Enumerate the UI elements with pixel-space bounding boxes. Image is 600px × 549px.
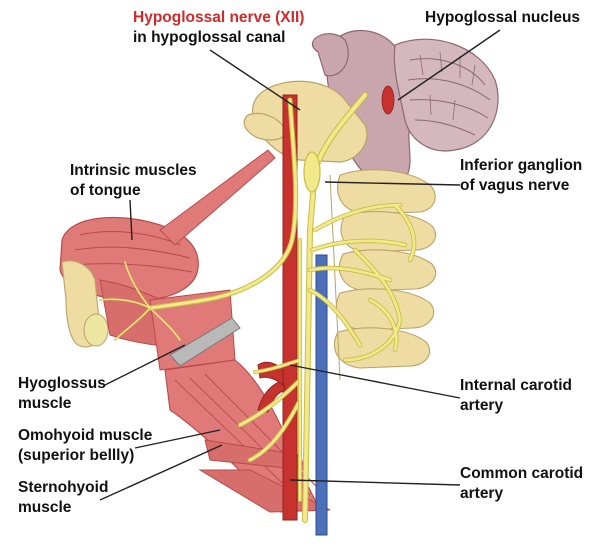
label-intrinsic-muscles-line1: Intrinsic muscles: [70, 162, 197, 179]
hyoid-bone: [169, 317, 241, 367]
label-omohyoid-line1: Omohyoid muscle: [18, 427, 153, 444]
cervical-plexus: [237, 202, 417, 463]
styloglossus-muscle: [159, 149, 276, 246]
leader-intrinsic-muscles: [129, 199, 133, 241]
leader-inferior-ganglion: [324, 181, 461, 186]
internal-jugular-vein: [315, 254, 328, 536]
leader-hypoglossal-nerve: [209, 49, 301, 111]
cerebellum: [393, 38, 499, 152]
label-common-carotid-line2: artery: [460, 485, 503, 502]
label-inferior-ganglion-line2: of vagus nerve: [460, 177, 570, 194]
leader-omohyoid: [134, 429, 221, 449]
label-internal-carotid-line2: artery: [460, 397, 503, 414]
labels: Hypoglossal nerve (XII) in hypoglossal c…: [18, 9, 583, 516]
ansa-cervicalis: [253, 238, 302, 502]
leader-internal-carotid: [289, 364, 461, 399]
label-internal-carotid-line1: Internal carotid: [460, 377, 572, 394]
leader-hyoglossus: [104, 344, 186, 386]
label-inferior-ganglion-line1: Inferior ganglion: [460, 157, 582, 174]
label-hyoglossus-line2: muscle: [18, 395, 72, 412]
inferior-ganglion-vagus: [303, 151, 321, 193]
label-sternohyoid-line1: Sternohyoid: [18, 479, 108, 496]
label-hypoglossal-nerve-line2: in hypoglossal canal: [133, 29, 285, 46]
label-common-carotid-line1: Common carotid: [460, 465, 583, 482]
leader-common-carotid: [289, 479, 461, 486]
hypoglossal-nerve: [99, 97, 299, 341]
leader-hypoglossal-nucleus: [397, 29, 501, 101]
leader-lines: [99, 29, 501, 501]
label-hypoglossal-nerve-line1: Hypoglossal nerve (XII): [133, 9, 304, 26]
label-omohyoid-line2: (superior bellly): [18, 447, 134, 464]
label-hypoglossal-nucleus: Hypoglossal nucleus: [425, 9, 580, 26]
label-intrinsic-muscles-line2: of tongue: [70, 182, 141, 199]
hypoglossal-nucleus: [381, 85, 395, 115]
vagus-nerve: [302, 92, 368, 523]
label-sternohyoid-line2: muscle: [18, 499, 72, 516]
mandible: [61, 260, 109, 348]
skull-base: [243, 80, 368, 163]
label-hyoglossus-line1: Hyoglossus: [18, 375, 106, 392]
leader-sternohyoid: [99, 444, 223, 501]
